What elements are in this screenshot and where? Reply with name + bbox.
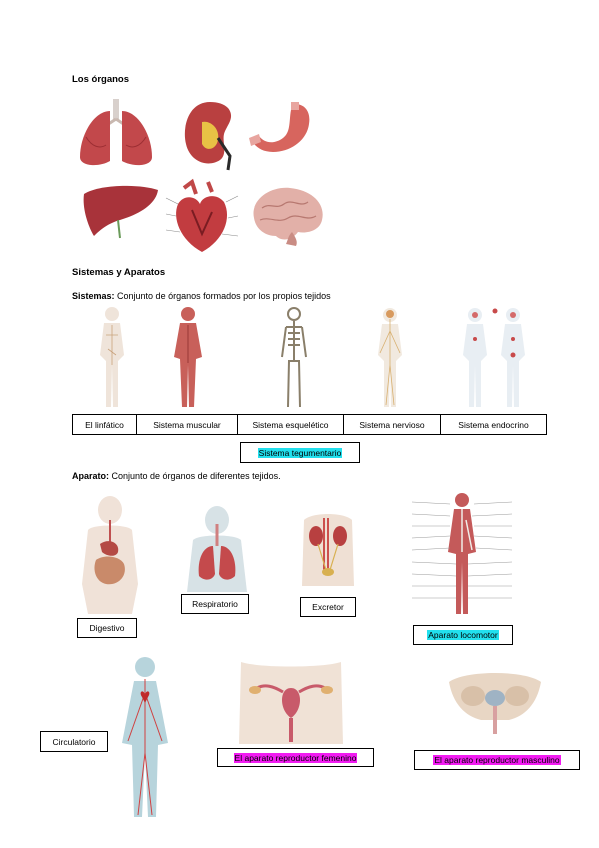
liver-image [83, 185, 158, 239]
muscular-figure [174, 307, 202, 407]
skeletal-figure [281, 307, 307, 408]
systems-def-text: Conjunto de órganos formados por los pro… [114, 291, 331, 301]
nervous-figure [378, 308, 402, 407]
apparatus-definition: Aparato: Conjunto de órganos de diferent… [72, 471, 281, 481]
male-reproductive-figure [449, 673, 541, 734]
locomotor-label-box: Aparato locomotor [413, 625, 513, 645]
female-reproductive-figure [239, 662, 343, 744]
digestive-figure [82, 496, 138, 614]
organs-title: Los órganos [72, 74, 130, 85]
systems-cell-lymphatic: El linfático [73, 415, 137, 434]
systems-definition: Sistemas: Conjunto de órganos formados p… [72, 291, 331, 301]
digestive-label: Digestivo [77, 618, 137, 638]
respiratory-figure [187, 506, 247, 592]
male-reproductive-label-box: El aparato reproductor masculino [414, 750, 580, 770]
integumentary-label-box: Sistema tegumentario [240, 442, 360, 463]
brain-image [253, 187, 323, 246]
male-reproductive-label: El aparato reproductor masculino [433, 755, 561, 765]
lymphatic-figure [100, 307, 124, 407]
excretory-figure [302, 514, 354, 586]
systems-cell-skeletal: Sistema esquelético [238, 415, 344, 434]
apparatus-def-text: Conjunto de órganos de diferentes tejido… [109, 471, 281, 481]
systems-cell-muscular: Sistema muscular [137, 415, 238, 434]
heart-image [165, 178, 239, 252]
systems-cell-nervous: Sistema nervioso [344, 415, 441, 434]
excretory-label: Excretor [300, 597, 356, 617]
female-reproductive-label-box: El aparato reproductor femenino [217, 748, 374, 767]
locomotor-figure [411, 493, 513, 614]
systems-def-term: Sistemas: [72, 291, 115, 301]
lungs-image [80, 99, 152, 166]
respiratory-label: Respiratorio [181, 594, 249, 614]
circulatory-label: Circulatorio [40, 731, 108, 752]
locomotor-label: Aparato locomotor [427, 630, 499, 640]
integumentary-label: Sistema tegumentario [257, 447, 343, 458]
apparatus-def-term: Aparato: [72, 471, 110, 481]
systems-cell-endocrine: Sistema endocrino [458, 419, 529, 430]
systems-table: El linfático Sistema muscular Sistema es… [72, 414, 547, 435]
female-reproductive-label: El aparato reproductor femenino [233, 752, 358, 763]
circulatory-figure [122, 657, 168, 817]
endocrine-figure [463, 308, 525, 407]
kidney-image [184, 102, 232, 171]
systems-title: Sistemas y Aparatos [72, 267, 166, 278]
stomach-image [249, 102, 310, 152]
